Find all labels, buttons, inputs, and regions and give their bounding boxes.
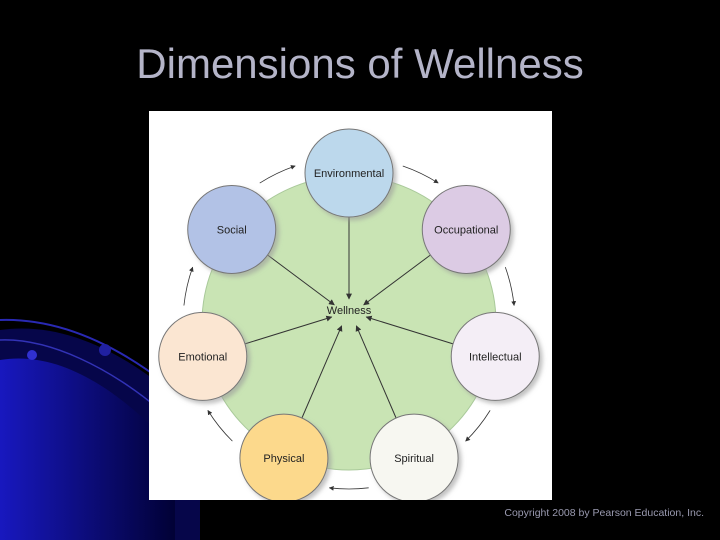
spoke-arrow bbox=[355, 325, 397, 419]
node-circle-intellectual bbox=[450, 311, 540, 401]
copyright-text: Copyright 2008 by Pearson Education, Inc… bbox=[504, 507, 704, 519]
cycle-arrow bbox=[465, 410, 491, 442]
cycle-arrow bbox=[183, 266, 194, 306]
cycle-arrow bbox=[504, 267, 517, 306]
node-emotional: Emotional bbox=[158, 311, 248, 401]
node-occupational: Occupational bbox=[421, 184, 511, 274]
spoke-arrow bbox=[363, 254, 431, 306]
node-environmental: Environmental bbox=[304, 128, 394, 218]
node-circle-emotional bbox=[158, 311, 248, 401]
spoke-arrow bbox=[244, 315, 333, 345]
spoke-arrow bbox=[365, 315, 454, 345]
slide-title: Dimensions of Wellness bbox=[136, 40, 584, 87]
node-circle-spiritual bbox=[369, 413, 459, 500]
center-label: Wellness bbox=[327, 305, 372, 317]
node-label-social: Social bbox=[217, 224, 247, 236]
node-circle-social bbox=[187, 184, 277, 274]
cycle-arrow bbox=[207, 409, 233, 442]
spoke-arrow bbox=[267, 254, 335, 306]
spoke-arrow bbox=[301, 325, 343, 419]
cycle-arrow bbox=[402, 165, 439, 184]
wellness-diagram-svg: EnvironmentalOccupationalIntellectualSpi… bbox=[158, 128, 540, 500]
node-circle-occupational bbox=[421, 184, 511, 274]
node-circle-environmental bbox=[304, 128, 394, 218]
node-social: Social bbox=[187, 184, 277, 274]
node-label-spiritual: Spiritual bbox=[394, 453, 434, 465]
node-label-emotional: Emotional bbox=[178, 351, 227, 363]
node-physical: Physical bbox=[239, 413, 329, 500]
cycle-arrow bbox=[259, 165, 296, 184]
node-label-environmental: Environmental bbox=[314, 168, 384, 180]
node-intellectual: Intellectual bbox=[450, 311, 540, 401]
node-circle-physical bbox=[239, 413, 329, 500]
node-label-physical: Physical bbox=[263, 453, 304, 465]
node-label-occupational: Occupational bbox=[434, 224, 498, 236]
node-spiritual: Spiritual bbox=[369, 413, 459, 500]
cycle-arrow bbox=[328, 485, 369, 491]
node-label-intellectual: Intellectual bbox=[469, 351, 522, 363]
